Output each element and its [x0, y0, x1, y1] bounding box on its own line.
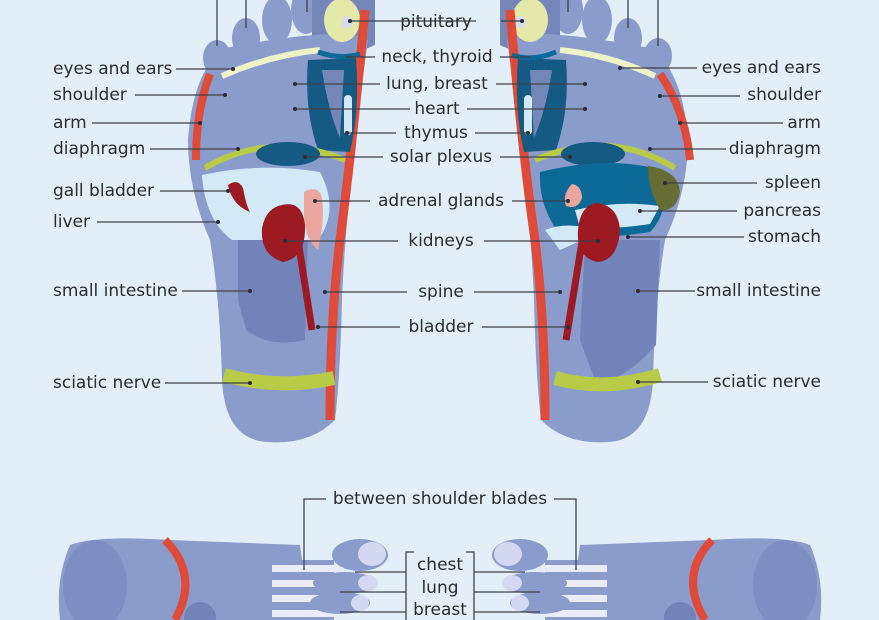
label-sciatic-nerve-left: sciatic nerve — [53, 373, 162, 393]
right-thymus-zone — [524, 95, 532, 135]
right-foot-top-view — [492, 537, 822, 620]
label-spine: spine — [418, 282, 464, 302]
label-between-shoulder-blades: between shoulder blades — [332, 489, 548, 509]
left-neck-band — [317, 49, 361, 60]
left-toe-nail-2 — [358, 575, 378, 591]
left-solar-plexus — [256, 142, 320, 166]
left-big-toe-nail — [358, 542, 386, 566]
right-sole-shade — [580, 240, 660, 381]
label-heart: heart — [414, 99, 460, 119]
left-stripe-2 — [272, 580, 334, 587]
left-foot — [188, 0, 375, 443]
left-kidney — [261, 204, 306, 262]
right-neck-band — [511, 49, 557, 61]
label-breast: breast — [413, 600, 467, 620]
label-eyes-and-ears-right: eyes and ears — [701, 58, 821, 78]
bottom-leader-lines — [303, 498, 577, 620]
label-bladder: bladder — [408, 317, 474, 337]
left-sciatic-band — [222, 368, 336, 391]
label-liver: liver — [53, 212, 90, 232]
leader-lines — [92, 0, 783, 384]
right-stripe-4 — [545, 610, 607, 617]
right-sciatic-band — [553, 368, 663, 392]
right-pituitary-dot — [514, 16, 526, 28]
left-spine-band — [325, 9, 370, 421]
label-shoulder-left: shoulder — [53, 85, 127, 105]
label-shoulder-right: shoulder — [747, 85, 821, 105]
label-kidneys: kidneys — [408, 231, 474, 251]
right-arm-band — [656, 71, 694, 161]
right-toe-nail-2 — [502, 575, 522, 591]
label-pancreas: pancreas — [743, 201, 821, 221]
left-stripe-4 — [272, 610, 334, 617]
right-ankle-dot — [664, 602, 696, 620]
left-stripe-1 — [272, 565, 334, 572]
right-heel-top — [753, 540, 817, 620]
label-small-intestine-left: small intestine — [53, 281, 178, 301]
right-foot — [500, 0, 694, 443]
label-small-intestine-right: small intestine — [696, 281, 821, 301]
label-spleen: spleen — [764, 173, 821, 193]
right-ureter — [562, 241, 586, 341]
label-diaphragm-right: diaphragm — [728, 139, 821, 159]
label-eyes-and-ears-left: eyes and ears — [53, 59, 173, 79]
label-thymus: thymus — [404, 123, 468, 143]
left-heel-top — [63, 540, 127, 620]
left-arm-band-top — [162, 537, 190, 620]
left-ureter — [294, 239, 316, 331]
right-stripe-3 — [545, 595, 607, 602]
label-adrenal-glands: adrenal glands — [378, 191, 504, 211]
right-toe-3 — [582, 0, 612, 44]
right-solar-plexus — [561, 142, 625, 166]
right-toe-nail-3 — [511, 595, 529, 611]
label-stomach: stomach — [747, 227, 821, 247]
left-adrenal-gland — [304, 189, 323, 250]
right-big-toe-nail — [494, 542, 522, 566]
right-stripe-2 — [545, 580, 607, 587]
right-pituitary-zone — [512, 0, 548, 42]
right-arm-band-top — [689, 537, 715, 620]
label-sciatic-nerve-right: sciatic nerve — [712, 372, 821, 392]
label-gall-bladder: gall bladder — [53, 181, 155, 201]
left-heart-zone — [322, 70, 344, 138]
label-pituitary: pituitary — [400, 12, 472, 32]
left-toe-nail-3 — [351, 595, 369, 611]
label-neck-thyroid: neck, thyroid — [381, 47, 493, 67]
label-arm-right: arm — [787, 113, 821, 133]
left-thymus-zone — [344, 95, 352, 135]
left-foot-top-view — [58, 537, 388, 620]
label-solar-plexus: solar plexus — [389, 147, 493, 167]
right-heart-zone — [530, 70, 552, 138]
right-kidney — [577, 203, 620, 262]
left-arm-band — [192, 72, 214, 161]
label-arm-left: arm — [53, 113, 87, 133]
label-chest: chest — [416, 555, 464, 575]
label-lung-breast: lung, breast — [386, 74, 488, 94]
right-spleen-zone — [648, 166, 680, 211]
left-gall-bladder — [228, 182, 250, 212]
leader-dots — [198, 19, 682, 385]
left-toe-3 — [262, 0, 292, 44]
left-eyes-ears-band — [220, 47, 321, 79]
right-toe-2 — [553, 0, 583, 34]
label-diaphragm-left: diaphragm — [53, 139, 146, 159]
label-lung: lung — [421, 578, 459, 598]
left-ankle-dot — [184, 602, 216, 620]
right-eyes-ears-band — [559, 47, 657, 79]
left-stripe-3 — [272, 595, 334, 602]
